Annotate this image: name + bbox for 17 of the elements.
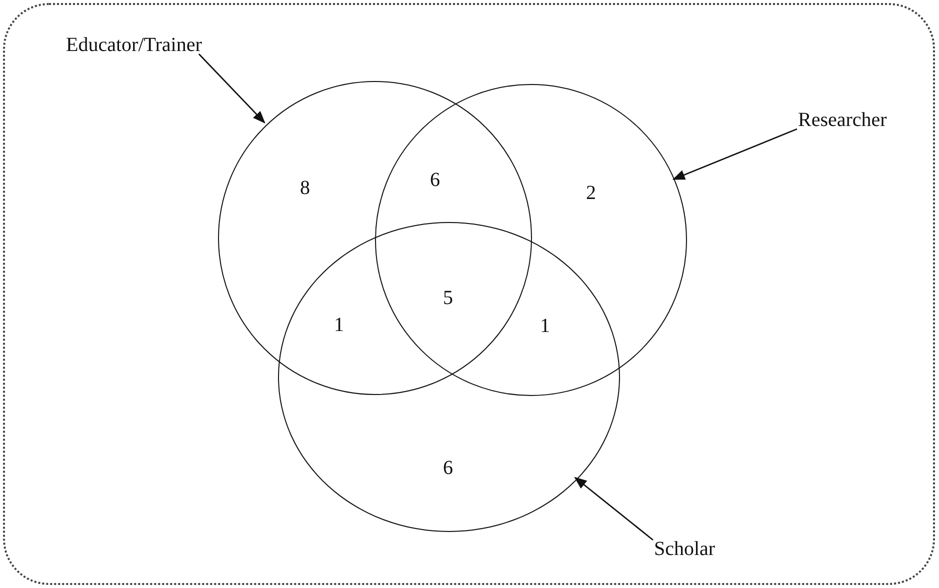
set-label: Researcher xyxy=(798,108,887,132)
arrow xyxy=(198,54,266,124)
venn-circle xyxy=(278,222,620,532)
venn-circle xyxy=(218,81,532,395)
region-count: 6 xyxy=(430,170,440,190)
set-label: Scholar xyxy=(654,537,716,561)
region-count: 1 xyxy=(334,315,344,335)
region-count: 5 xyxy=(443,288,453,308)
region-count: 1 xyxy=(540,316,550,336)
arrow xyxy=(672,128,798,180)
dotted-frame xyxy=(3,3,935,585)
region-count: 8 xyxy=(300,178,310,198)
region-count: 6 xyxy=(443,458,453,478)
venn-circle xyxy=(375,84,687,396)
region-count: 2 xyxy=(586,183,596,203)
set-label: Educator/Trainer xyxy=(66,33,202,57)
arrow xyxy=(574,476,654,541)
